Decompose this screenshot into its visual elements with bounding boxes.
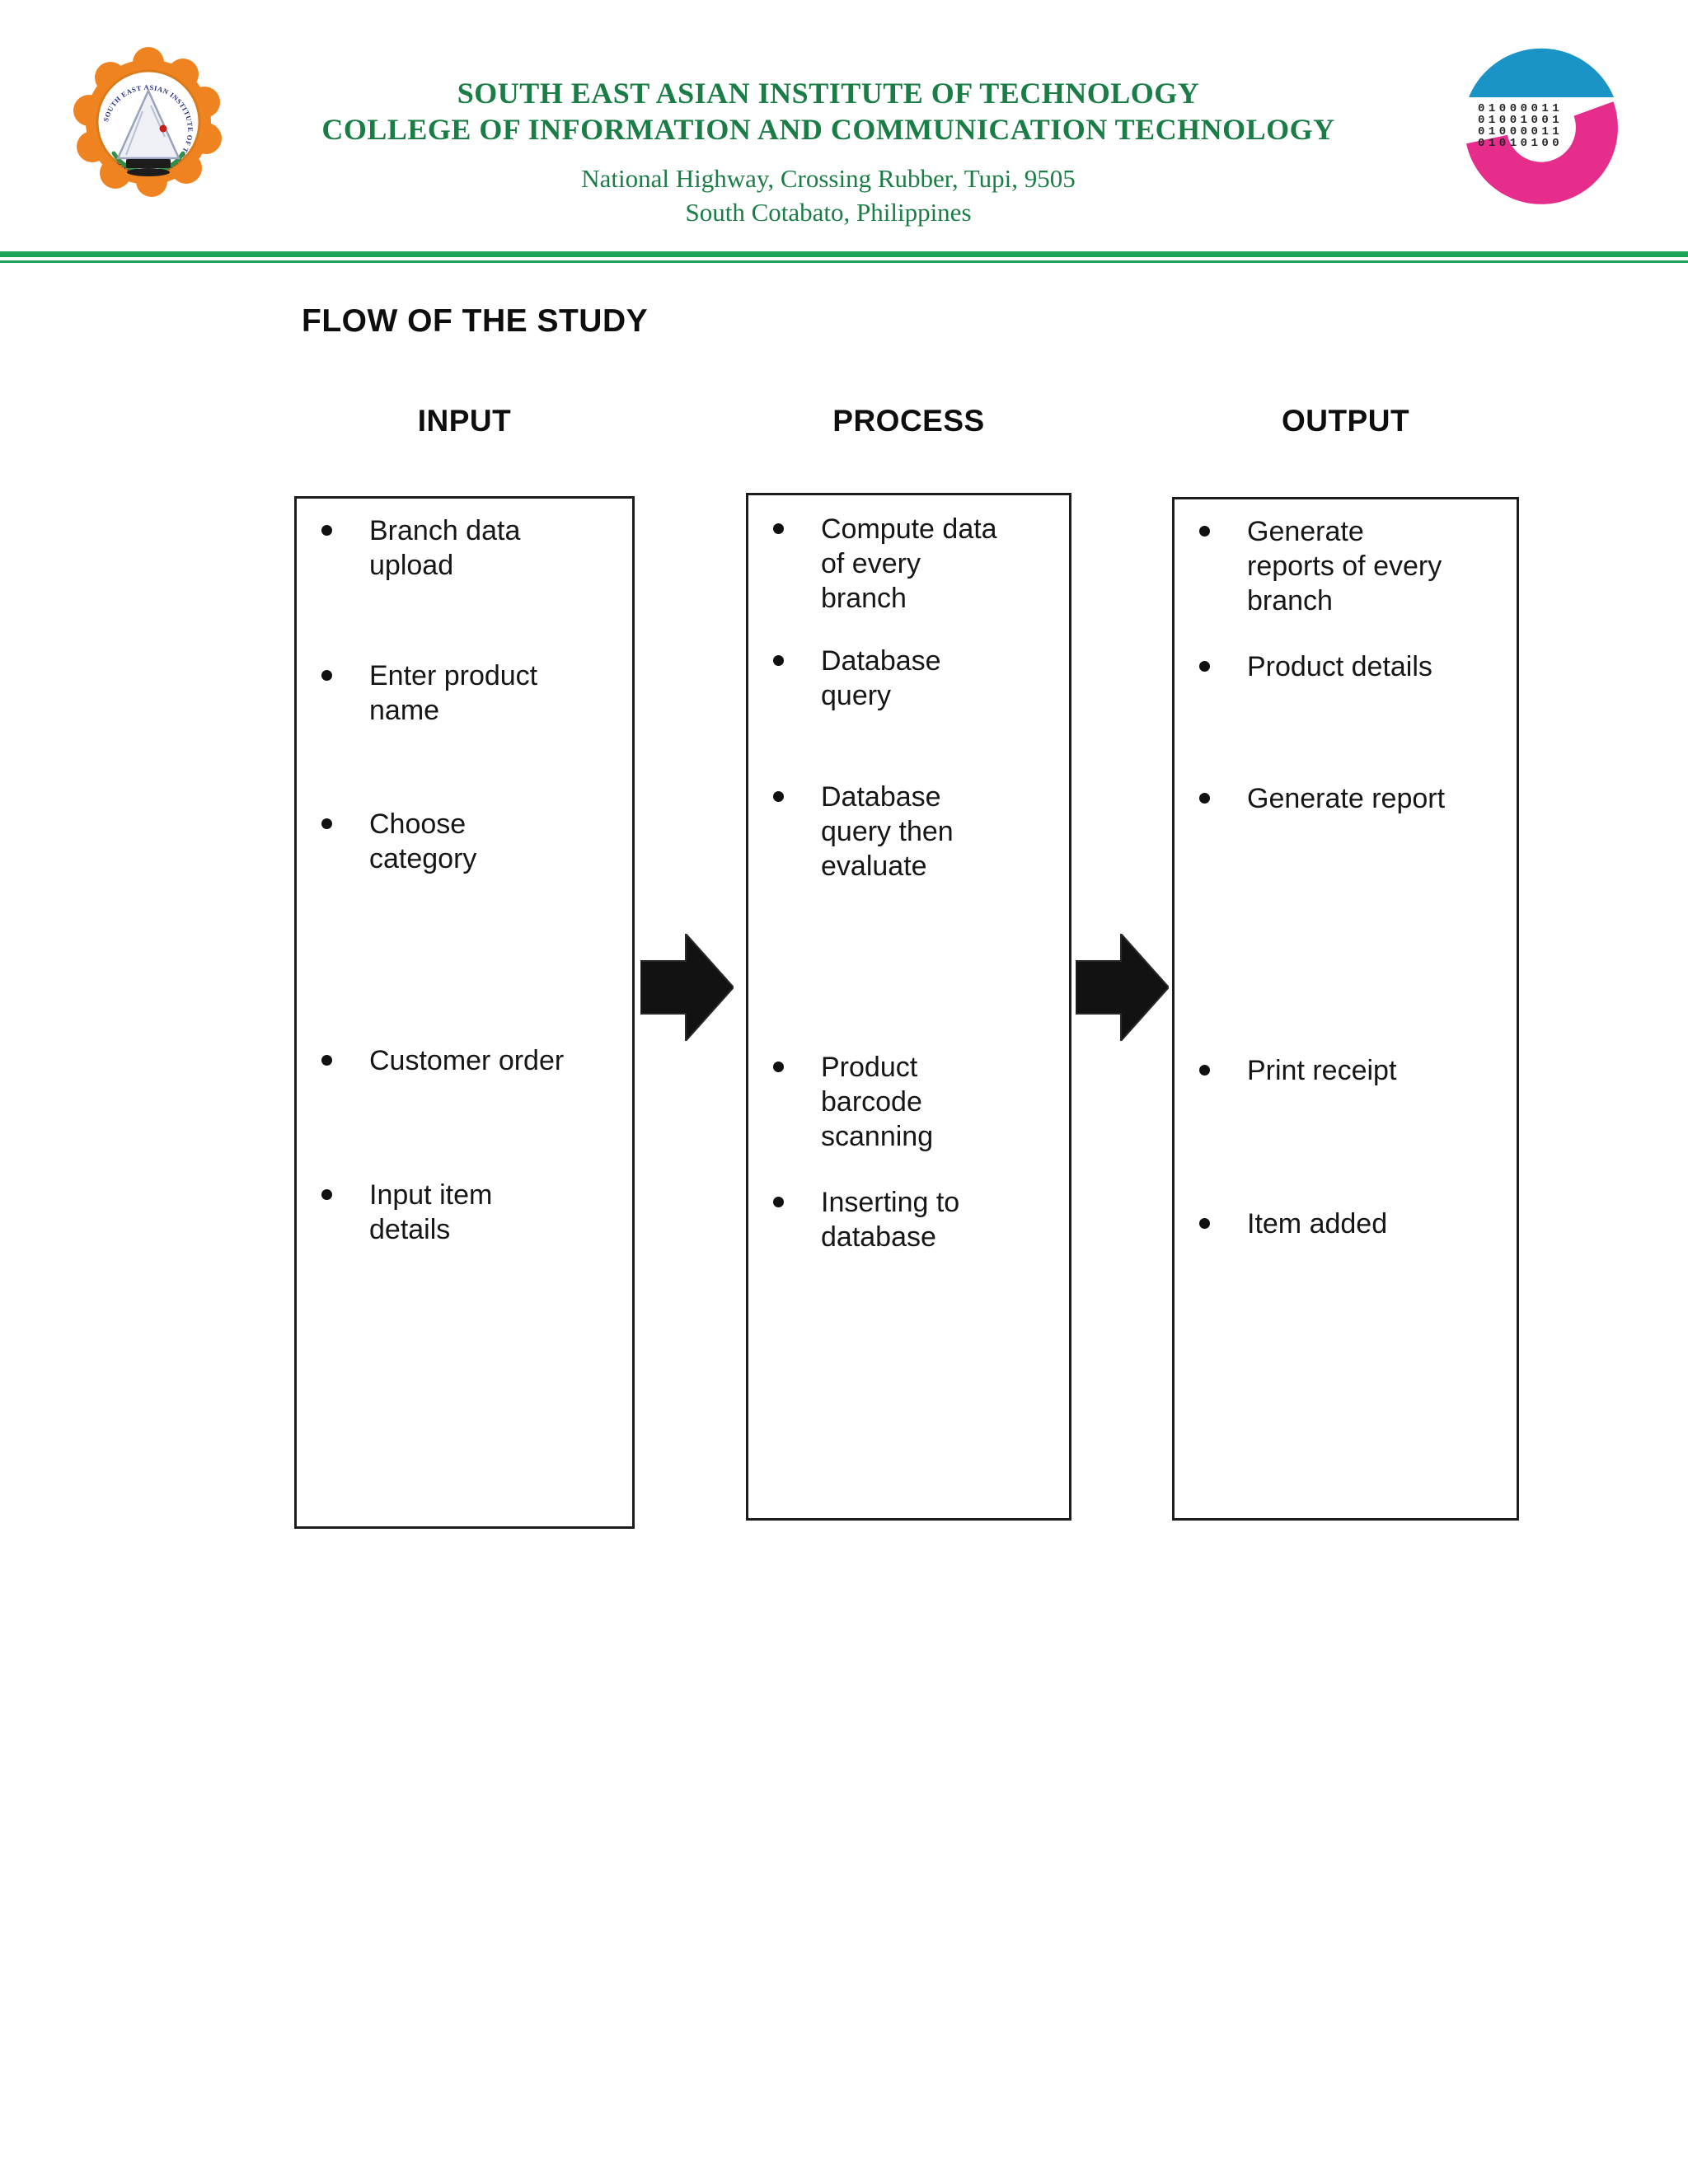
bullet-item: Database query then evaluate <box>773 780 1062 883</box>
bullet-text: Generate reports of every branch <box>1247 516 1442 616</box>
address-line1: National Highway, Crossing Rubber, Tupi,… <box>581 164 1076 193</box>
header-divider-thin <box>0 260 1688 263</box>
bullet-dot-icon <box>321 1189 332 1200</box>
bullet-item: Product details <box>1199 649 1510 684</box>
arrow-right-icon <box>640 934 734 1041</box>
bullet-text: Enter product name <box>369 660 538 726</box>
bullet-text: Inserting to database <box>821 1187 960 1253</box>
svg-text:01000011: 01000011 <box>1478 102 1563 115</box>
bullet-dot-icon <box>321 670 332 681</box>
bullet-text: Item added <box>1247 1208 1388 1240</box>
bullet-item: Enter product name <box>321 658 626 728</box>
cict-logo: 01000011 01001001 01000011 01010100 <box>1466 48 1618 204</box>
bullet-dot-icon <box>773 523 784 534</box>
bullet-item: Generate report <box>1199 781 1510 816</box>
bullet-item: Customer order <box>321 1043 626 1078</box>
bullet-dot-icon <box>1199 526 1210 537</box>
bullet-item: Branch data upload <box>321 513 626 583</box>
bullet-item: Print receipt <box>1199 1053 1510 1088</box>
bullet-dot-icon <box>1199 1065 1210 1076</box>
bullet-item: Generate reports of every branch <box>1199 514 1510 618</box>
arrow-right-icon <box>1076 934 1169 1041</box>
column-header-input: INPUT <box>417 404 512 438</box>
bullet-dot-icon <box>321 1055 332 1066</box>
svg-text:01001001: 01001001 <box>1478 114 1563 127</box>
bullet-text: Generate report <box>1247 783 1446 814</box>
bullet-text: Database query then evaluate <box>821 781 954 882</box>
institution-name-line2: COLLEGE OF INFORMATION AND COMMUNICATION… <box>321 113 1335 146</box>
page-title: FLOW OF THE STUDY <box>302 303 649 339</box>
bullet-dot-icon <box>773 1197 784 1207</box>
bullet-text: Print receipt <box>1247 1055 1397 1086</box>
bullet-item: Choose category <box>321 807 626 876</box>
torch-flame-icon <box>159 124 167 133</box>
bullet-dot-icon <box>321 525 332 536</box>
header-divider-thick <box>0 251 1688 257</box>
mountain-triangle-icon <box>116 87 181 160</box>
binary-code-text: 01000011 01001001 01000011 01010100 <box>1478 102 1563 150</box>
bullet-item: Input item details <box>321 1178 626 1247</box>
bullet-item: Item added <box>1199 1207 1510 1241</box>
svg-text:01010100: 01010100 <box>1478 137 1563 150</box>
bullet-text: Choose category <box>369 808 477 874</box>
svg-text:01000011: 01000011 <box>1478 125 1563 138</box>
bullet-text: Compute data of every branch <box>821 513 997 614</box>
bullet-dot-icon <box>1199 1218 1210 1229</box>
column-header-process: PROCESS <box>832 404 985 438</box>
seal-base-icon <box>126 159 171 176</box>
bullet-text: Branch data upload <box>369 515 521 581</box>
bullet-dot-icon <box>1199 793 1210 804</box>
bullet-text: Database query <box>821 645 941 711</box>
column-header-output: OUTPUT <box>1281 404 1410 438</box>
bullet-item: Compute data of every branch <box>773 512 1062 616</box>
bullet-item: Inserting to database <box>773 1185 1062 1254</box>
bullet-dot-icon <box>773 655 784 666</box>
bullet-text: Product barcode scanning <box>821 1052 934 1152</box>
bullet-dot-icon <box>773 1062 784 1072</box>
bullet-text: Product details <box>1247 651 1432 682</box>
bullet-dot-icon <box>773 791 784 802</box>
pink-ring-shape <box>1466 101 1618 204</box>
seait-seal-logo: SOUTH EAST ASIAN INSTITUTE OF TECHNOLOGY… <box>73 47 222 197</box>
bullet-dot-icon <box>321 818 332 829</box>
bullet-text: Customer order <box>369 1045 565 1076</box>
address-line2: South Cotabato, Philippines <box>685 198 972 227</box>
bullet-item: Product barcode scanning <box>773 1050 1062 1154</box>
bullet-item: Database query <box>773 644 1062 713</box>
blue-dome-shape <box>1469 48 1614 97</box>
institution-name-line1: SOUTH EAST ASIAN INSTITUTE OF TECHNOLOGY <box>457 77 1200 110</box>
bullet-text: Input item details <box>369 1179 493 1245</box>
bullet-dot-icon <box>1199 661 1210 672</box>
